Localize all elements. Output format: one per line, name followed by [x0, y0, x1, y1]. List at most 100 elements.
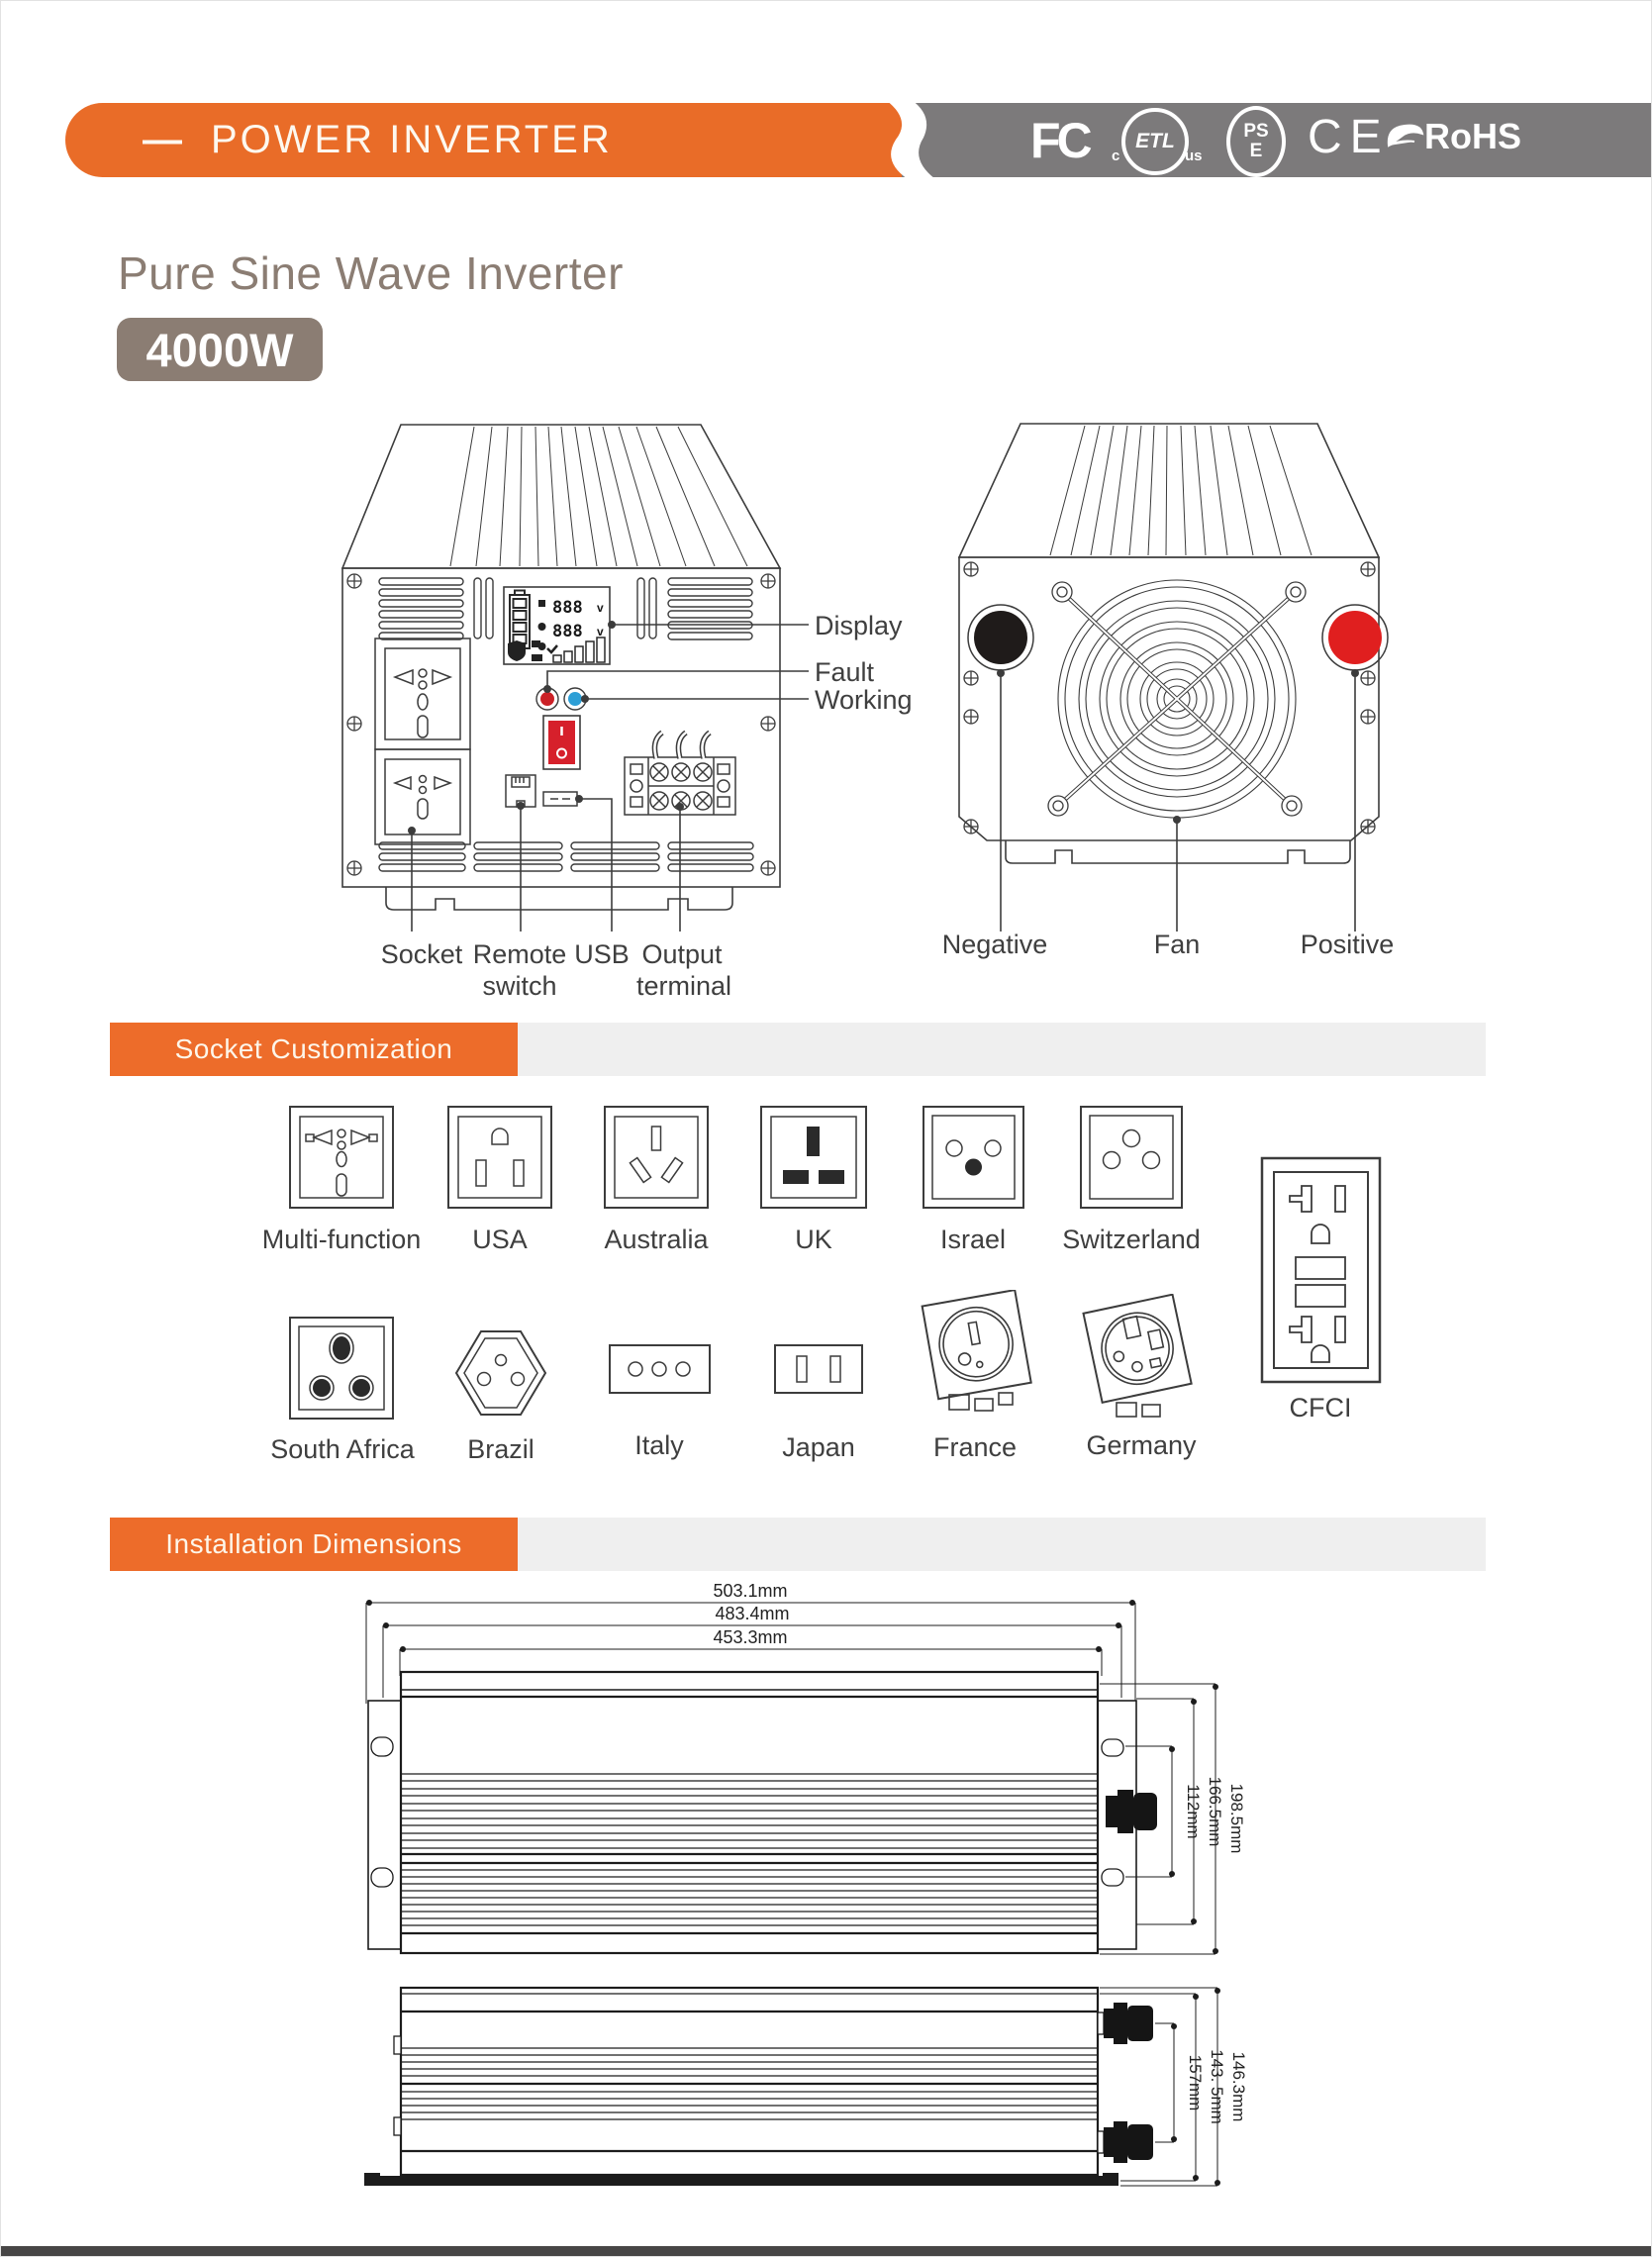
socket-icon-uk: [760, 1106, 867, 1209]
label-remote-2: switch: [482, 971, 556, 1001]
label-working: Working: [815, 685, 913, 715]
installation-dimensions-diagram: 503.1mm 483.4mm 453.3mm: [364, 1581, 1248, 2187]
front-base-bracket: [385, 887, 733, 911]
dim-width-outer: 503.1mm: [713, 1581, 787, 1601]
socket-label-brazil: Brazil: [467, 1434, 534, 1464]
top-view-body: [367, 1670, 1137, 1955]
power-rating-badge: 4000W: [117, 318, 323, 381]
brand-dash: —: [143, 118, 185, 161]
dim-height-outer: 198.5mm: [1227, 1784, 1246, 1854]
check-icon: [546, 644, 558, 654]
ce-logo: CE: [1308, 111, 1390, 163]
top-view-dc-terminal: [1106, 1790, 1157, 1833]
lcd-digits-row1: 888: [552, 598, 583, 618]
dimensions-section-heading-band: [518, 1518, 1486, 1571]
inverter-rear-outline: [957, 423, 1381, 864]
side-view-dc-terminals: [1097, 2003, 1153, 2163]
rear-top-fins: [1049, 425, 1312, 556]
lcd-digits-row2: 888: [552, 622, 583, 641]
socket-icon-brazil: [454, 1330, 547, 1416]
socket-icon-italy: [609, 1344, 711, 1394]
socket-label-italy: Italy: [634, 1430, 684, 1460]
front-view-diagram: 888 v 888 v: [340, 424, 913, 1001]
dimensions-section-heading-text: Installation Dimensions: [165, 1528, 462, 1559]
etl-us-mark: us: [1185, 147, 1203, 164]
socket-label-japan: Japan: [782, 1432, 855, 1462]
socket-icon-australia: [604, 1106, 709, 1209]
dimensions-section-heading: Installation Dimensions: [110, 1518, 518, 1571]
dim-width-middle: 483.4mm: [715, 1604, 789, 1623]
negative-terminal: [967, 604, 1034, 671]
socket-label-multi-function: Multi-function: [261, 1225, 422, 1254]
side-view-height-labels: 157mm 143. 5mm 146.3mm: [1186, 2049, 1248, 2124]
label-usb: USB: [574, 939, 630, 969]
socket-icon-multi-function: [289, 1106, 394, 1209]
socket-label-israel: Israel: [939, 1225, 1007, 1254]
label-positive: Positive: [1301, 930, 1395, 959]
label-socket: Socket: [381, 939, 463, 969]
socket-icon-cfci: [1260, 1156, 1382, 1384]
etl-logo: ETL: [1121, 108, 1189, 175]
signal-bars-icon: [552, 637, 606, 663]
lcd-unit-row1: v: [597, 601, 604, 615]
inverter-front-outline: [340, 424, 782, 911]
socket-label-germany: Germany: [1086, 1430, 1197, 1460]
front-socket-2: [374, 748, 471, 845]
socket-icon-switzerland: [1080, 1106, 1183, 1209]
rohs-logo: RoHS: [1385, 116, 1521, 157]
socket-icon-france: [921, 1290, 1032, 1412]
positive-terminal: [1321, 604, 1389, 671]
socket-icon-south-africa: [289, 1317, 394, 1420]
side-view-body: [393, 1986, 1100, 2177]
fcc-logo: FC: [1030, 113, 1093, 168]
rear-base-bracket: [1005, 840, 1351, 864]
rohs-logo-text: RoHS: [1424, 116, 1521, 156]
side-view-dimension-lines: [1100, 1987, 1220, 2187]
terminal-wires: [651, 730, 712, 759]
rear-leader-lines: [996, 668, 1360, 932]
label-output-1: Output: [641, 939, 723, 969]
power-switch: [542, 715, 581, 770]
top-view-height-labels: 112mm 166.5mm 198.5mm: [1184, 1777, 1246, 1854]
top-view-height-dimension-lines: [1100, 1683, 1218, 1955]
top-view-width-labels: 503.1mm 483.4mm 453.3mm: [713, 1581, 789, 1647]
usb-port: [542, 791, 578, 807]
label-remote-1: Remote: [473, 939, 567, 969]
label-negative: Negative: [942, 930, 1048, 959]
label-fault: Fault: [815, 657, 875, 687]
label-fan: Fan: [1154, 930, 1201, 959]
socket-label-australia: Australia: [604, 1225, 709, 1254]
dim-side-middle: 143. 5mm: [1208, 2049, 1226, 2124]
dim-height-slot: 112mm: [1184, 1784, 1203, 1838]
socket-label-france: France: [932, 1432, 1018, 1462]
brand-title: — POWER INVERTER: [65, 118, 613, 162]
socket-icon-usa: [447, 1106, 552, 1209]
socket-label-usa: USA: [472, 1225, 528, 1254]
pse-logo: PS E: [1226, 106, 1286, 177]
lcd-display-panel: 888 v 888 v: [503, 586, 611, 665]
rear-view-diagram: Negative Fan Positive: [942, 423, 1395, 959]
pse-logo-bottom: E: [1249, 141, 1263, 161]
socket-label-cfci: CFCI: [1289, 1393, 1352, 1423]
dim-height-middle: 166.5mm: [1206, 1777, 1224, 1847]
socket-section-heading: Socket Customization: [110, 1023, 518, 1076]
front-labels: Display Fault Working Socket Remote swit…: [381, 611, 913, 1001]
page-title: Pure Sine Wave Inverter: [118, 247, 624, 299]
etl-c-mark: c: [1112, 147, 1120, 164]
socket-section-heading-band: [518, 1023, 1486, 1076]
top-fins: [449, 426, 748, 567]
page-bottom-band: [1, 2246, 1651, 2256]
rear-labels: Negative Fan Positive: [942, 930, 1395, 959]
label-output-2: terminal: [636, 971, 731, 1001]
dim-side-terminals: 157mm: [1186, 2055, 1205, 2111]
lcd-unit-row2: v: [597, 625, 604, 638]
dim-width-inner: 453.3mm: [713, 1627, 787, 1647]
shield-icon: [508, 640, 526, 661]
etl-logo-text: ETL: [1135, 130, 1175, 152]
pse-logo-top: PS: [1243, 121, 1269, 142]
brand-text: POWER INVERTER: [211, 118, 613, 161]
top-view-dimension-lines: [365, 1600, 1136, 1704]
rear-screws: [963, 561, 1376, 834]
socket-label-switzerland: Switzerland: [1062, 1225, 1201, 1254]
